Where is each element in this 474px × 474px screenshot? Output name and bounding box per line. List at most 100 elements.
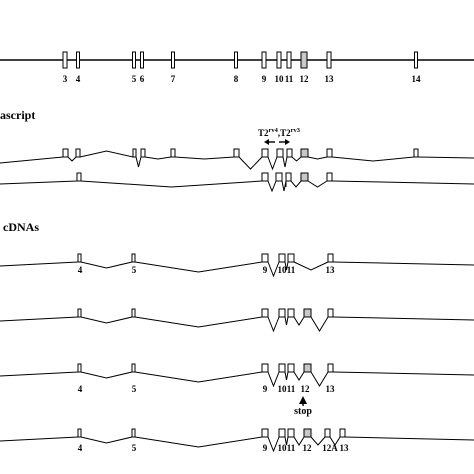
exon-box — [62, 148, 69, 158]
splice-connectors — [0, 261, 474, 278]
genomic-exon-5 — [132, 51, 136, 69]
transcript-row-1 — [0, 148, 474, 171]
splice-connectors — [0, 371, 474, 388]
exon-box — [77, 308, 82, 318]
genomic-exon-7 — [171, 51, 175, 69]
cdna-row-2 — [0, 308, 474, 333]
primer-arrowhead-right — [285, 139, 290, 145]
exon-box — [131, 363, 136, 373]
genomic-exon-label: 10 — [275, 74, 285, 84]
exon-box — [287, 363, 295, 373]
cdna-exon-label: 13 — [326, 265, 336, 275]
exon-box — [261, 428, 269, 438]
genomic-exon-label: 6 — [140, 74, 145, 84]
exon-box — [278, 308, 286, 318]
exon-box — [77, 428, 82, 438]
exon-box — [303, 308, 312, 318]
genomic-exon-4 — [76, 51, 80, 69]
cdna-exon-label: 12 — [303, 443, 313, 453]
primer-b: T2 — [280, 128, 291, 138]
exon-box — [132, 148, 137, 158]
cdna-exon-label: 4 — [78, 443, 83, 453]
genomic-exon-label: 13 — [325, 74, 335, 84]
cdna-exon-label: 13 — [326, 384, 336, 394]
genomic-exon-8 — [234, 51, 238, 69]
exon-box — [287, 308, 295, 318]
cdna-exon-label: 9 — [263, 443, 268, 453]
cdna-exon-label: 10 — [278, 384, 288, 394]
genomic-exon-9 — [261, 51, 267, 69]
exon-box — [339, 428, 346, 438]
cdna-exon-label: 10 — [278, 443, 288, 453]
exon-box — [278, 428, 286, 438]
exon-box — [326, 148, 333, 158]
exon-box — [327, 363, 334, 373]
exon-box — [261, 308, 269, 318]
exon-box — [77, 363, 82, 373]
exon-box — [233, 148, 240, 158]
exon-box — [303, 428, 312, 438]
genomic-exon-label: 3 — [63, 74, 68, 84]
cdna-exon-label: 9 — [263, 265, 268, 275]
cdna-exon-label: 5 — [132, 265, 137, 275]
exon-box — [77, 253, 82, 263]
exon-box — [413, 148, 419, 158]
exon-box — [287, 428, 295, 438]
exon-box — [326, 172, 333, 182]
genomic-exon-label: 14 — [412, 74, 422, 84]
exon-box — [76, 172, 82, 182]
genomic-exon-label: 11 — [285, 74, 294, 84]
cdna-exon-label: 4 — [78, 265, 83, 275]
genomic-exon-label: 4 — [76, 74, 81, 84]
exon-box — [75, 148, 81, 158]
genomic-exon-label: 5 — [132, 74, 137, 84]
exon-box — [261, 148, 269, 158]
cdna-exon-label: 12 — [301, 384, 311, 394]
exon-box — [275, 172, 283, 182]
genomic-exon-12 — [300, 51, 308, 69]
genomic-exon-11 — [286, 51, 292, 69]
genomic-exon-label: 9 — [262, 74, 267, 84]
splice-connectors — [0, 180, 474, 193]
exon-box — [287, 253, 295, 263]
exon-box — [261, 363, 269, 373]
cdna-exon-label: 5 — [132, 384, 137, 394]
exon-box — [324, 428, 331, 438]
primer-a-sup: rv4 — [269, 127, 279, 134]
exon-box — [170, 148, 176, 158]
cdna-exon-label: 5 — [132, 443, 137, 453]
primer-separator: , — [278, 128, 280, 138]
splice-connectors — [0, 316, 474, 333]
cdna-exon-label: 11 — [287, 443, 296, 453]
exon-box — [261, 253, 269, 263]
primer-b-sup: rv3 — [291, 127, 301, 134]
cdna-exon-label: 11 — [287, 384, 296, 394]
splice-connectors — [0, 150, 474, 171]
stop-label: stop — [294, 406, 312, 417]
primer-a: T2 — [258, 128, 269, 138]
splice-connectors — [0, 436, 474, 453]
cdna-exon-label: 9 — [263, 384, 268, 394]
cdna-section-title: cDNAs — [3, 220, 39, 234]
exon-box — [300, 172, 309, 182]
exon-box — [140, 148, 146, 158]
exon-box — [303, 363, 312, 373]
exon-box — [327, 253, 334, 263]
genomic-exon-label: 12 — [300, 74, 310, 84]
exon-box — [286, 148, 293, 158]
genomic-exon-3 — [62, 51, 68, 69]
exon-box — [278, 253, 286, 263]
exon-box — [278, 363, 286, 373]
primer-label: T2rv4,T2rv3 — [258, 127, 301, 138]
genomic-exon-label: 8 — [234, 74, 239, 84]
stop-arrow-icon — [299, 396, 307, 404]
stop-annotation: stop — [294, 396, 312, 417]
cdna-exon-label: 12A — [322, 443, 338, 453]
genomic-exon-label: 7 — [171, 74, 176, 84]
